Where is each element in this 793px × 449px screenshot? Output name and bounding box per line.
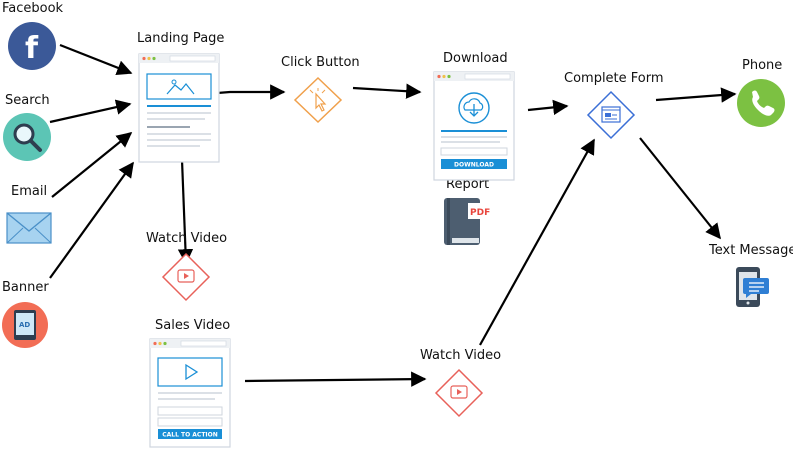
watch-video-2-label: Watch Video — [420, 348, 501, 363]
facebook-icon: f — [8, 22, 56, 70]
watch-video-1-label: Watch Video — [146, 231, 227, 246]
ad-tablet-icon: AD — [2, 302, 48, 348]
sales-video-page-icon: CALL TO ACTION — [149, 338, 231, 448]
arrow-watch-to-form — [479, 138, 595, 346]
labels: Facebook Search Email Banner Landing Pag… — [2, 1, 793, 363]
phone-label: Phone — [742, 58, 782, 73]
arrow-search-to-landing — [49, 99, 132, 124]
facebook-label: Facebook — [2, 1, 64, 16]
connectors — [49, 43, 737, 387]
ad-badge: AD — [19, 321, 30, 329]
arrow-form-to-phone — [655, 87, 737, 103]
pdf-book-icon: PDF — [444, 198, 491, 245]
play-icon — [161, 252, 211, 302]
landing-page-icon — [138, 53, 220, 163]
complete-form-label: Complete Form — [564, 71, 664, 86]
cursor-click-icon — [293, 76, 343, 124]
arrow-facebook-to-landing — [59, 43, 133, 76]
sales-cta — [158, 429, 222, 439]
arrow-form-to-text — [639, 137, 721, 240]
arrow-sales-to-watch — [244, 371, 427, 387]
pdf-badge: PDF — [470, 208, 490, 218]
facebook-glyph: f — [25, 31, 39, 66]
download-page-icon: DOWNLOAD — [433, 71, 515, 181]
landing-page-label: Landing Page — [137, 31, 224, 46]
sales-cta-label: CALL TO ACTION — [162, 432, 218, 439]
text-message-label: Text Message — [708, 243, 793, 258]
search-label: Search — [5, 93, 50, 108]
arrow-click-to-download — [352, 83, 422, 99]
email-label: Email — [11, 184, 47, 199]
arrow-banner-to-landing — [49, 161, 134, 279]
sales-video-label: Sales Video — [155, 318, 230, 333]
report-label: Report — [446, 177, 489, 192]
magnifier-icon — [3, 113, 51, 161]
download-cta-label: DOWNLOAD — [454, 162, 494, 169]
play-icon — [434, 368, 484, 418]
download-label: Download — [443, 51, 508, 66]
phone-icon — [737, 79, 785, 127]
download-cta — [441, 159, 507, 169]
smartphone-message-icon — [736, 267, 769, 307]
arrow-download-to-form — [527, 99, 569, 116]
form-icon — [586, 90, 636, 140]
arrow-email-to-landing — [51, 132, 133, 198]
arrow-landing-to-watch — [177, 159, 194, 265]
click-button-label: Click Button — [281, 55, 360, 70]
banner-label: Banner — [2, 280, 49, 295]
envelope-icon — [6, 212, 52, 244]
